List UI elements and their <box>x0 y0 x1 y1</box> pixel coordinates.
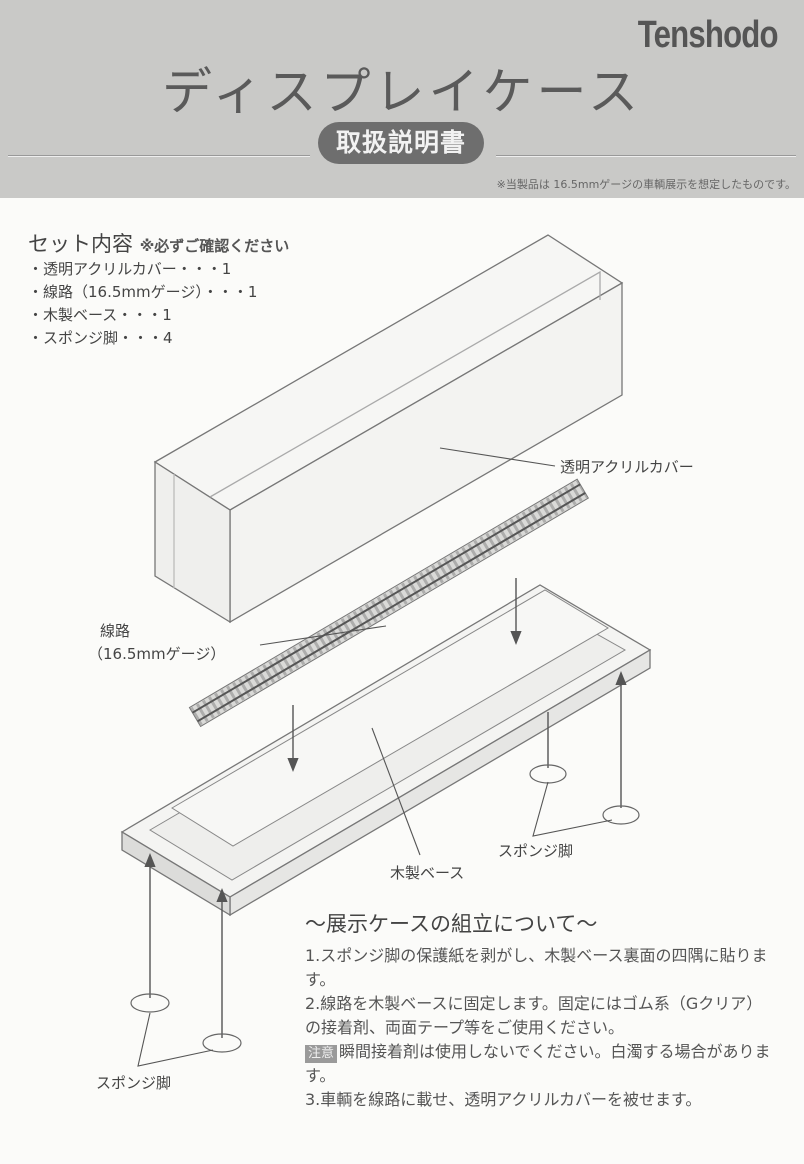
contents-subtitle: ※必ずご確認ください <box>139 237 290 255</box>
assembly-instructions: 1.スポンジ脚の保護紙を剥がし、木製ベース裏面の四隅に貼ります。 2.線路を木製… <box>305 944 775 1112</box>
label-sponge-left: スポンジ脚 <box>96 1074 172 1092</box>
leader-lines <box>137 447 613 1067</box>
divider-left <box>8 155 310 157</box>
step-2: 2.線路を木製ベースに固定します。固定にはゴム系（Gクリア）の接着剤、両面テープ… <box>305 994 763 1037</box>
list-item: ・透明アクリルカバー・・・1 <box>28 260 232 278</box>
contents-heading: セット内容 ※必ずご確認ください <box>28 228 289 258</box>
list-item: ・線路（16.5mmゲージ）・・・1 <box>28 283 258 301</box>
label-base: 木製ベース <box>390 864 465 882</box>
page-title: ディスプレイケース <box>162 63 642 121</box>
header-banner: Tenshodo ディスプレイケース 取扱説明書 ※当製品は 16.5mmゲージ… <box>0 0 804 198</box>
step-3: 3.車輌を線路に載せ、透明アクリルカバーを被せます。 <box>305 1090 702 1109</box>
list-item: ・木製ベース・・・1 <box>28 306 172 324</box>
wooden-base <box>120 584 652 917</box>
brand-logo: Tenshodo <box>638 14 779 56</box>
contents-title: セット内容 <box>28 232 133 256</box>
track <box>188 478 590 728</box>
assembly-arrows <box>144 578 627 1038</box>
assembly-heading: 〜展示ケースの組立について〜 <box>305 912 598 936</box>
label-sponge-right: スポンジ脚 <box>498 842 574 860</box>
list-item: ・スポンジ脚・・・4 <box>28 329 173 347</box>
caution-badge: 注意 <box>305 1045 338 1063</box>
step-1: 1.スポンジ脚の保護紙を剥がし、木製ベース裏面の四隅に貼ります。 <box>305 946 768 989</box>
label-track-name: 線路 <box>100 622 131 640</box>
label-track-gauge: （16.5mmゲージ） <box>88 645 226 663</box>
label-cover: 透明アクリルカバー <box>560 458 694 476</box>
header-note: ※当製品は 16.5mmゲージの車輌展示を想定したものです。 <box>496 178 796 191</box>
divider-right <box>496 155 796 157</box>
caution-text: 瞬間接着剤は使用しないでください。白濁する場合があります。 <box>305 1042 771 1085</box>
contents-list: ・透明アクリルカバー・・・1 ・線路（16.5mmゲージ）・・・1 ・木製ベース… <box>28 258 257 350</box>
acrylic-cover <box>153 234 624 624</box>
manual-badge: 取扱説明書 <box>318 122 484 164</box>
caution-line: 注意瞬間接着剤は使用しないでください。白濁する場合があります。 <box>305 1040 775 1088</box>
